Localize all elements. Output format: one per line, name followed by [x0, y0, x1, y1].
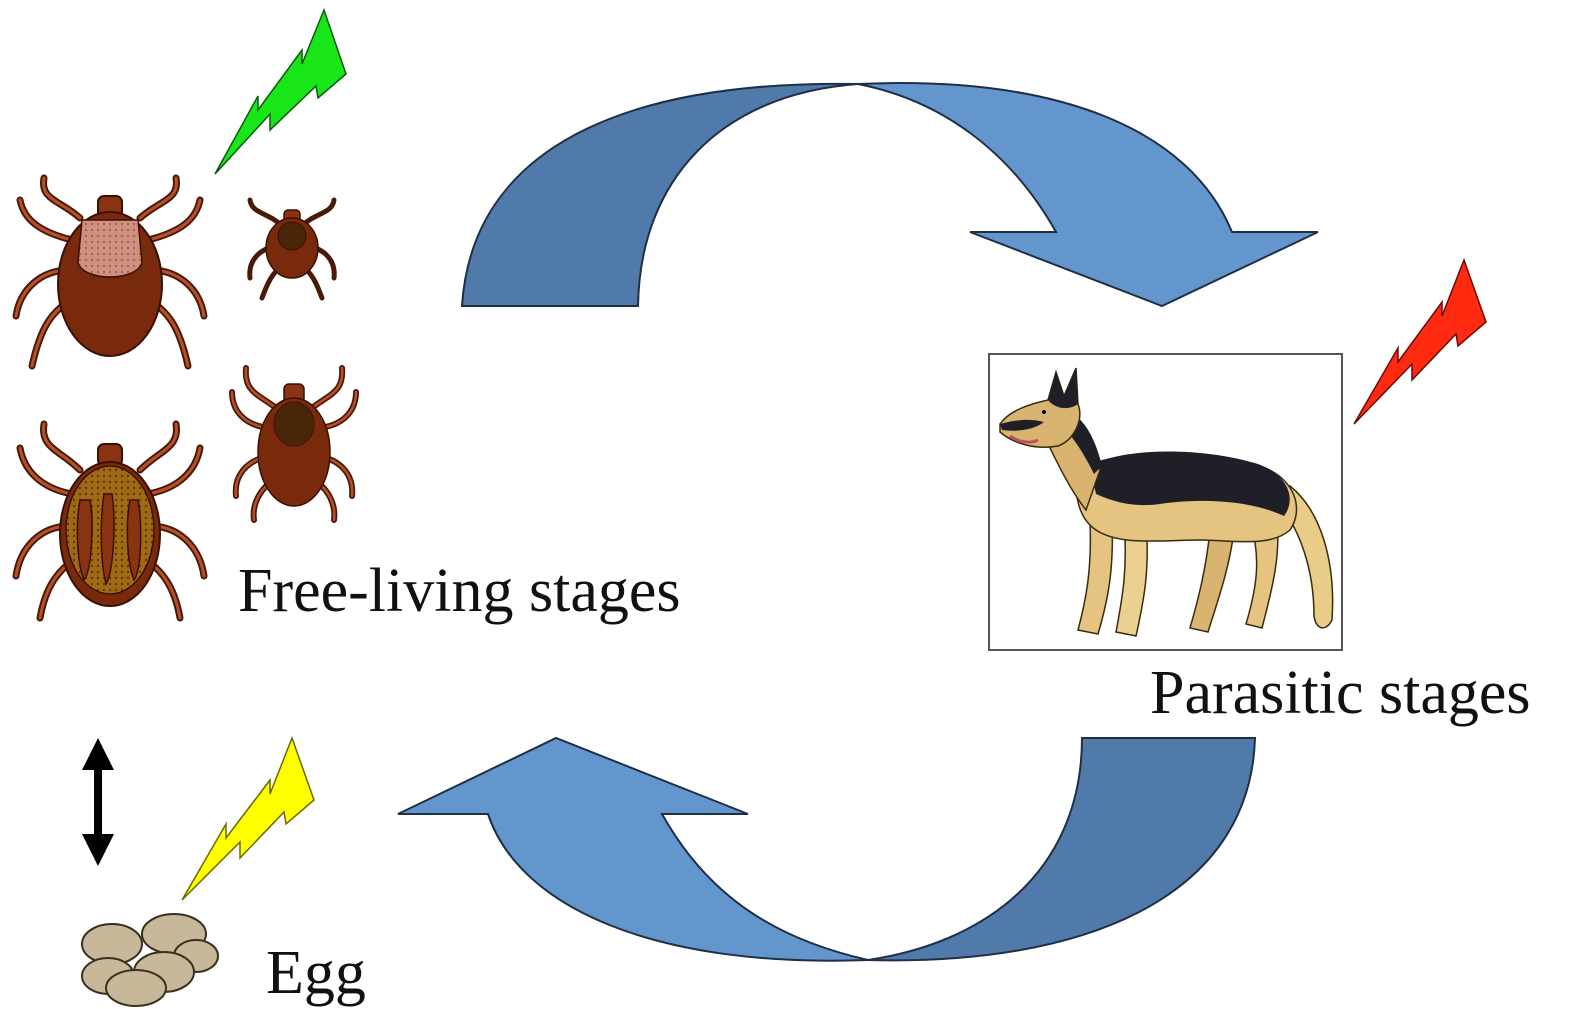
lightning-green-icon: [214, 7, 347, 175]
tick-larva-icon: [247, 197, 337, 301]
lightning-yellow-icon: [181, 735, 315, 901]
cycle-arrow-top-icon: [460, 82, 1319, 308]
cycle-arrow-top-tail: [460, 82, 859, 307]
parasitic-stages-label: Parasitic stages: [1150, 659, 1531, 727]
tick-female-icon: [12, 174, 208, 370]
double-headed-arrow-icon: [82, 738, 114, 866]
egg-label: Egg: [266, 939, 366, 1007]
cycle-arrow-bottom-head: [397, 736, 869, 962]
cycle-arrow-top-head: [857, 82, 1319, 308]
cycle-arrow-bottom-tail: [867, 737, 1257, 962]
tick-male-icon: [12, 420, 208, 622]
egg-cluster-icon: [81, 913, 219, 1007]
dog-host-icon: [988, 353, 1343, 651]
tick-nymph-icon: [229, 365, 359, 523]
lightning-red-icon: [1353, 257, 1487, 425]
cycle-arrow-bottom-icon: [397, 736, 1257, 962]
free-living-stages-label: Free-living stages: [238, 557, 681, 625]
